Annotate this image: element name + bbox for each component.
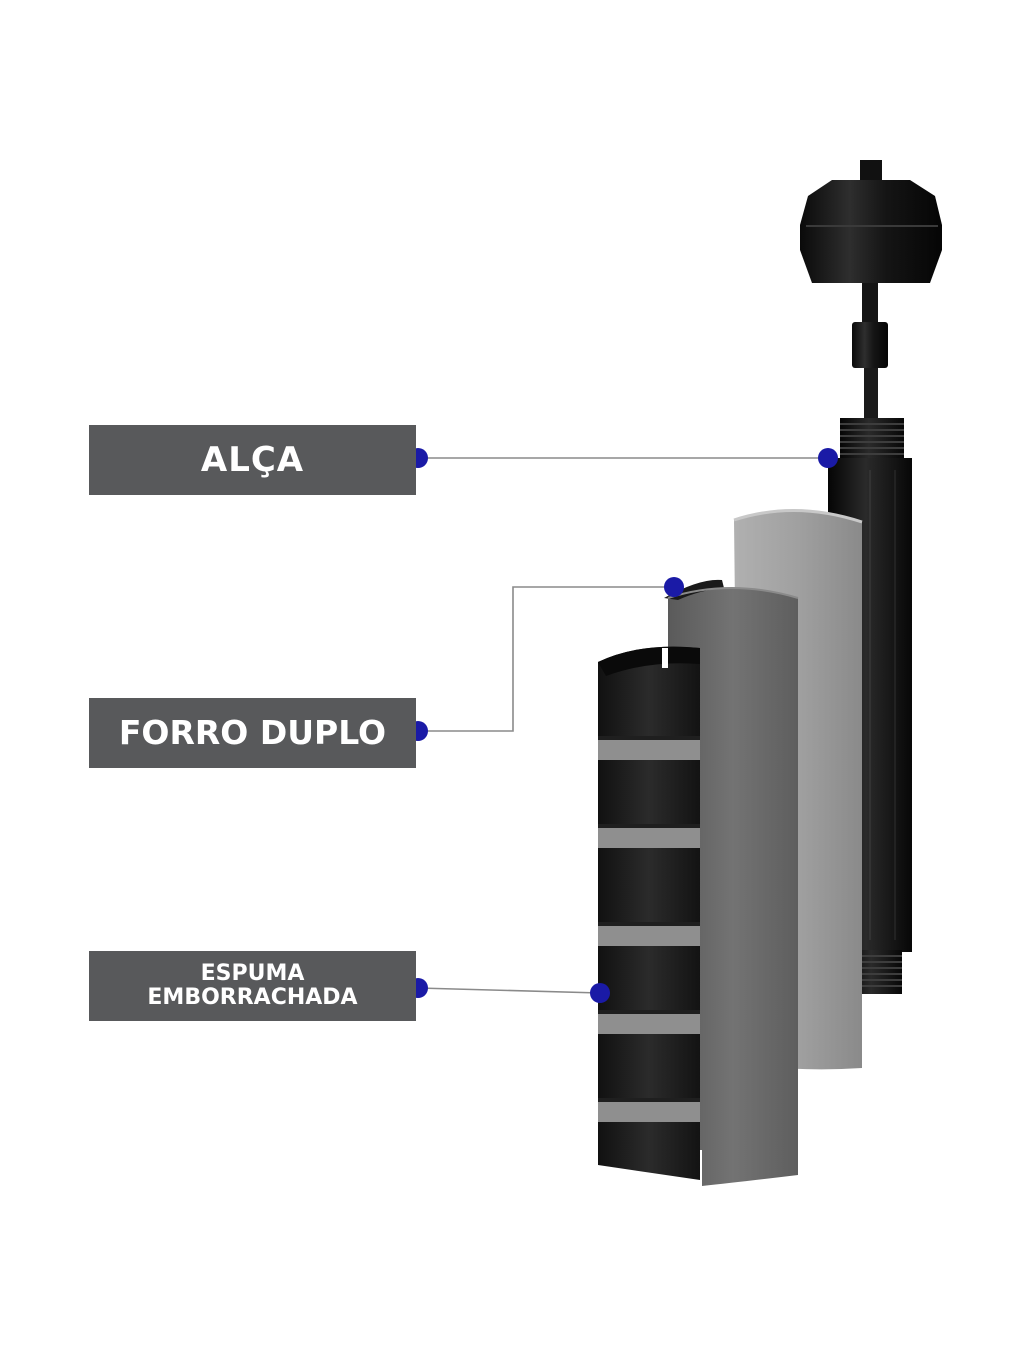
foam-groove — [598, 826, 700, 848]
foam-groove — [598, 738, 700, 760]
coupler — [852, 322, 888, 368]
label-double-lining-text: FORRO DUPLO — [119, 715, 386, 751]
label-foam-line2: EMBORRACHADA — [147, 986, 357, 1010]
label-rubber-foam: ESPUMA EMBORRACHADA — [89, 951, 416, 1021]
foam-groove — [598, 1100, 700, 1122]
leader-line-foam — [418, 988, 600, 993]
callout-dot — [818, 448, 838, 468]
end-cap — [800, 180, 942, 283]
callout-dot — [590, 983, 610, 1003]
label-handle: ALÇA — [89, 425, 416, 495]
foam-groove — [598, 924, 700, 946]
label-handle-text: ALÇA — [201, 442, 304, 479]
label-foam-line1: ESPUMA — [201, 962, 305, 986]
rubber-foam — [598, 647, 700, 1180]
label-double-lining: FORRO DUPLO — [89, 698, 416, 768]
foam-groove — [598, 1012, 700, 1034]
callout-dot — [664, 577, 684, 597]
